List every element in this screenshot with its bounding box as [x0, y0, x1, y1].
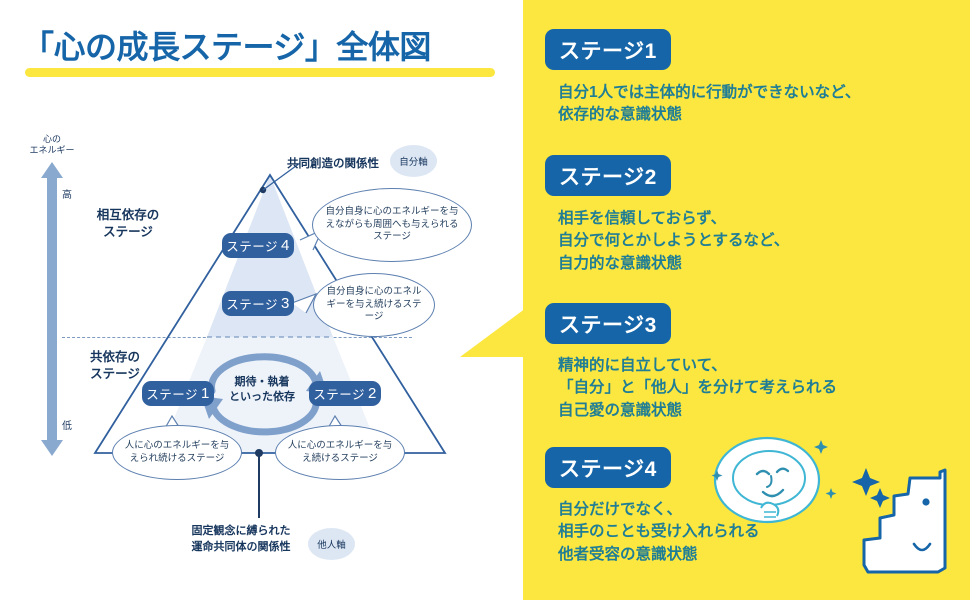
zone-label-codependence-line1: 共依存の [89, 350, 140, 364]
zone-label-codependence: 共依存の ステージ [60, 349, 170, 383]
pyramid-pill-stage1-num: 1 [200, 385, 210, 402]
page-title: 「心の成長ステージ」全体図 [22, 29, 431, 65]
bubble-stage3-text: 自分自身に心のエネルギーを与え続けるステージ [326, 285, 422, 323]
axis-caption-line2: エネルギー [29, 145, 75, 156]
stage-description-4: 自分だけでなく、 相手のことも受け入れられる 他者受容の意識状態 [558, 501, 760, 563]
zone-label-interdependence-line1: 相互依存の [96, 208, 160, 222]
bubble-stage2-text: 人に心のエネルギーを与え続けるステージ [287, 439, 393, 464]
other-axis-oval: 他人軸 [308, 528, 355, 560]
stage-description-1: 自分1人では主体的に行動ができないなど、 依存的な意識状態 [558, 84, 861, 124]
cycle-label-line2: といった依存 [229, 390, 295, 403]
stairs-character-illustration-icon [852, 468, 947, 574]
axis-arrow-up-icon [41, 162, 63, 178]
stage-badge-2[interactable]: ステージ2 [545, 155, 671, 196]
bubble-stage4-text: 自分自身に心のエネルギーを与えながらも周囲へも与えられるステージ [325, 205, 459, 243]
pyramid-pill-stage3-num: 3 [280, 295, 290, 312]
pyramid-pill-stage1-label: ステージ [146, 388, 198, 402]
axis-tick-high: 高 [62, 190, 72, 201]
smiling-face-illustration-icon [711, 436, 837, 524]
cycle-arrow-top [208, 353, 320, 395]
panel-pointer-icon [460, 295, 530, 357]
bubble-stage2: 人に心のエネルギーを与え続けるステージ [275, 425, 405, 480]
bubble-stage1: 人に心のエネルギーを与えられ続けるステージ [112, 425, 242, 480]
pyramid-pill-stage1[interactable]: ステージ 1 [142, 381, 214, 406]
zone-label-interdependence-line2: ステージ [103, 224, 153, 239]
zone-label-interdependence: 相互依存の ステージ [68, 207, 188, 241]
axis-tick-low: 低 [62, 421, 72, 432]
axis-line [47, 176, 57, 444]
apex-leader-line [262, 162, 301, 191]
pyramid-pill-stage4-label: ステージ [226, 240, 278, 254]
axis-caption-line1: 心の [42, 134, 61, 144]
pyramid-pill-stage4[interactable]: ステージ 4 [222, 233, 294, 258]
cycle-label-line1: 期待・執着 [234, 376, 290, 388]
axis-arrow-down-icon [41, 440, 63, 456]
pyramid-pill-stage2[interactable]: ステージ 2 [309, 381, 381, 406]
bottom-label-line2: 運命共同体の関係性 [191, 540, 291, 553]
bottom-label: 固定観念に縛られた 運命共同体の関係性 [178, 524, 304, 556]
title-underline [25, 68, 495, 77]
bubble-stage4: 自分自身に心のエネルギーを与えながらも周囲へも与えられるステージ [312, 188, 472, 262]
stage-badge-4[interactable]: ステージ4 [545, 447, 671, 488]
stage-badge-1[interactable]: ステージ1 [545, 29, 671, 70]
stage-description-3: 精神的に自立していて、 「自分」と「他人」を分けて考えられる 自己愛の意識状態 [558, 357, 838, 419]
bottom-label-line1: 固定観念に縛られた [191, 525, 291, 537]
pyramid-mid-fill [160, 337, 380, 453]
cycle-label: 期待・執着 といった依存 [221, 375, 303, 405]
pyramid-pill-stage3[interactable]: ステージ 3 [222, 291, 294, 316]
stage-badge-3[interactable]: ステージ3 [545, 303, 671, 344]
pyramid-pill-stage4-num: 4 [280, 237, 290, 254]
pyramid-pill-stage3-label: ステージ [226, 298, 278, 312]
pyramid-pill-stage2-num: 2 [367, 385, 377, 402]
apex-label: 共同創造の関係性 [287, 158, 379, 170]
bubble-stage3: 自分自身に心のエネルギーを与え続けるステージ [313, 273, 435, 337]
cycle-arrow-bottom [209, 395, 320, 436]
stage-description-2: 相手を信頼しておらず、 自分で何とかしようとするなど、 自力的な意識状態 [558, 210, 790, 272]
pyramid-pill-stage2-label: ステージ [313, 388, 365, 402]
zone-label-codependence-line2: ステージ [90, 366, 140, 381]
self-axis-oval: 自分軸 [390, 145, 437, 177]
bubble-stage1-text: 人に心のエネルギーを与えられ続けるステージ [124, 439, 230, 464]
axis-caption: 心の エネルギー [14, 134, 90, 157]
